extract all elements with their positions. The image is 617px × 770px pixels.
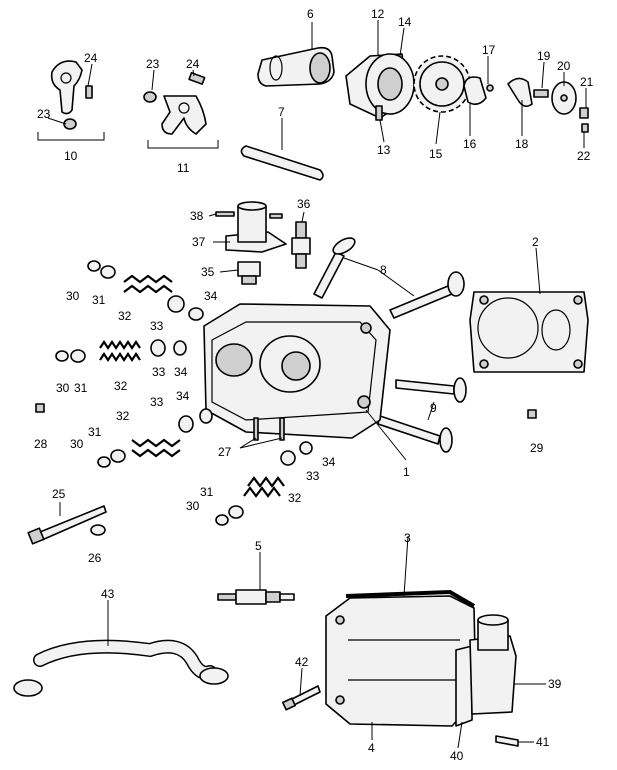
dowel-pin-part-28 <box>35 403 45 413</box>
sprocket-part-15 <box>413 55 471 113</box>
callout-36: 36 <box>297 197 311 211</box>
callout-18: 18 <box>515 137 529 151</box>
head-gasket-part-2 <box>469 291 589 373</box>
spark-plug-part-5 <box>217 589 295 605</box>
callout-37: 37 <box>192 235 206 249</box>
callout-13: 13 <box>377 143 391 157</box>
valve-part-9 <box>377 377 467 453</box>
callout-10: 10 <box>64 149 78 163</box>
callout-15: 15 <box>429 147 443 161</box>
callout-40: 40 <box>450 749 464 763</box>
callout-33-b: 33 <box>152 365 166 379</box>
callout-42: 42 <box>295 655 309 669</box>
head-bolt-part-25 <box>27 505 107 545</box>
bolt-part-41 <box>495 735 519 747</box>
callout-31-c: 31 <box>88 425 102 439</box>
callout-9: 9 <box>430 401 437 415</box>
callout-27: 27 <box>218 445 232 459</box>
callout-23-right: 23 <box>146 57 160 71</box>
callout-26: 26 <box>88 551 102 565</box>
callout-31-d: 31 <box>200 485 214 499</box>
callout-38: 38 <box>190 209 204 223</box>
stud-part-27 <box>253 417 285 441</box>
callout-32-a: 32 <box>118 309 132 323</box>
callout-3: 3 <box>404 531 411 545</box>
cylinder-head-part-1 <box>203 303 391 439</box>
callout-24-right: 24 <box>186 57 200 71</box>
callout-14: 14 <box>398 15 412 29</box>
callout-23-left: 23 <box>37 107 51 121</box>
callout-33-d: 33 <box>306 469 320 483</box>
valve-part-8 <box>313 237 465 319</box>
callout-31-a: 31 <box>92 293 106 307</box>
callout-34-c: 34 <box>176 389 190 403</box>
valve-spring-set-upper-left <box>87 260 204 321</box>
callout-30-c: 30 <box>70 437 84 451</box>
callout-41: 41 <box>536 735 550 749</box>
callout-34-a: 34 <box>204 289 218 303</box>
callout-39: 39 <box>548 677 562 691</box>
valve-spring-set-lower-left <box>97 408 213 468</box>
callout-30-a: 30 <box>66 289 80 303</box>
callout-4: 4 <box>368 741 375 755</box>
callout-35: 35 <box>201 265 215 279</box>
dowel-pin-part-29 <box>527 409 537 419</box>
rocker-arm-part-10 <box>37 60 105 141</box>
callout-7: 7 <box>278 105 285 119</box>
callout-16: 16 <box>463 137 477 151</box>
callout-11: 11 <box>177 161 190 175</box>
bolt-part-42 <box>281 685 321 711</box>
valve-lifter-parts-16-22 <box>463 76 589 133</box>
callout-17: 17 <box>482 43 496 57</box>
thermostat-housing-part-37 <box>215 201 287 253</box>
callout-5: 5 <box>255 539 262 553</box>
callout-1: 1 <box>403 465 410 479</box>
temperature-sensor-part-36 <box>291 221 311 269</box>
callout-28: 28 <box>34 437 48 451</box>
callout-21: 21 <box>580 75 594 89</box>
callout-25: 25 <box>52 487 66 501</box>
callout-32-c: 32 <box>116 409 130 423</box>
callout-30-b: 30 <box>56 381 70 395</box>
callout-2: 2 <box>532 235 539 249</box>
callout-33-c: 33 <box>150 395 164 409</box>
callout-34-d: 34 <box>322 455 336 469</box>
callout-29: 29 <box>530 441 544 455</box>
cylinder-head-cover-part-4 <box>325 589 477 727</box>
callout-22: 22 <box>577 149 591 163</box>
breather-part-39-40 <box>455 614 517 727</box>
plug-part-35 <box>237 261 261 285</box>
callout-19: 19 <box>537 49 551 63</box>
camshaft-part-6 <box>257 46 335 87</box>
callout-30-d: 30 <box>186 499 200 513</box>
callout-31-b: 31 <box>74 381 88 395</box>
callout-33-a: 33 <box>150 319 164 333</box>
callout-32-d: 32 <box>288 491 302 505</box>
rocker-arm-part-11 <box>143 71 219 149</box>
valve-spring-set-middle-left <box>55 339 187 363</box>
callout-32-b: 32 <box>114 379 128 393</box>
callout-20: 20 <box>557 59 571 73</box>
coolant-hose-part-43 <box>13 639 229 697</box>
shaft-part-7 <box>240 145 324 181</box>
callout-24-left: 24 <box>84 51 98 65</box>
callout-labels: 6 12 14 17 19 20 21 22 18 16 15 13 7 24 … <box>34 7 594 763</box>
callout-12: 12 <box>371 7 385 21</box>
callout-43: 43 <box>101 587 115 601</box>
callout-34-b: 34 <box>174 365 188 379</box>
bearing-housing-part-12-14 <box>345 53 415 121</box>
callout-6: 6 <box>307 7 314 21</box>
callout-8: 8 <box>380 263 387 277</box>
washer-part-26 <box>90 524 106 536</box>
leader-lines <box>47 20 587 749</box>
valve-spring-set-lower-center <box>215 441 313 526</box>
